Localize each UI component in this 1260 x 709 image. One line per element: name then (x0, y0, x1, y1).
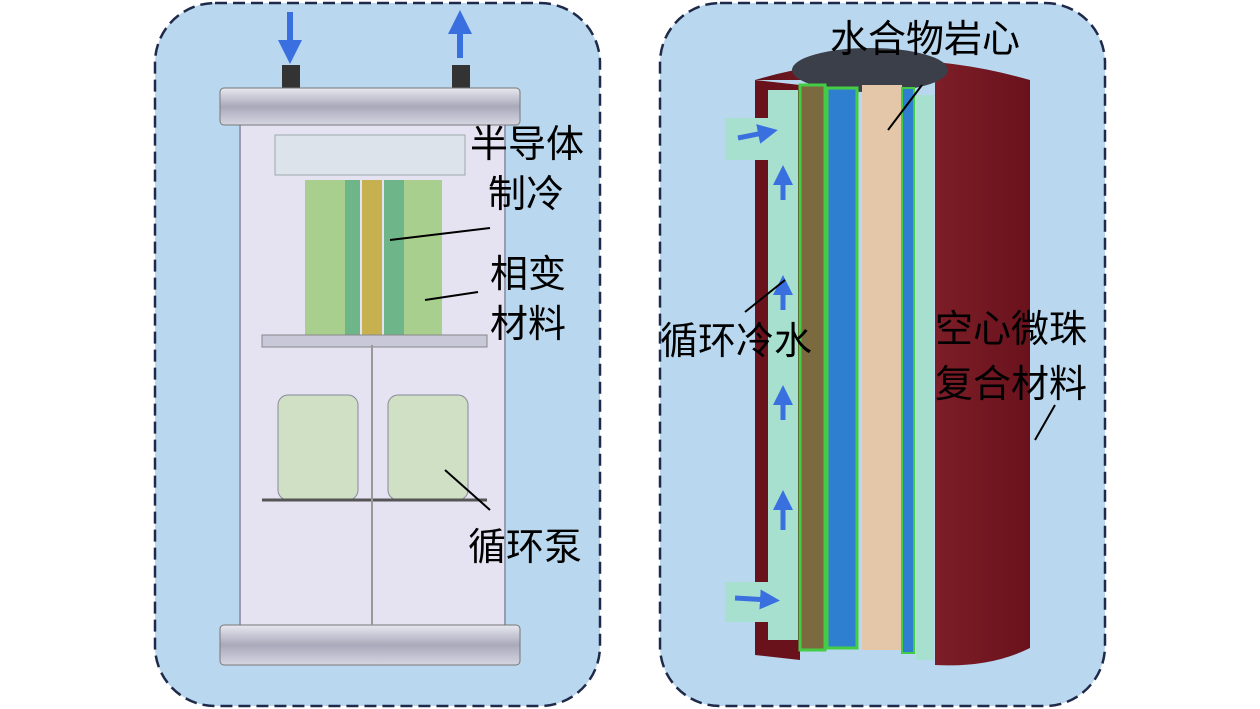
label-semiconductor-cooling-line2: 制冷 (488, 172, 565, 216)
insulation-layer (798, 83, 827, 652)
semiconductor-module (362, 180, 382, 335)
leader-line (887, 84, 923, 131)
leader-line (744, 279, 786, 313)
bottom-flange (219, 624, 521, 666)
piping (274, 134, 466, 176)
inner-blue-layer (901, 87, 915, 654)
pump-right (387, 394, 469, 501)
inlet-fitting (282, 65, 300, 90)
outlet-fitting (452, 65, 470, 90)
leader-line (424, 291, 479, 301)
blue-layer (825, 86, 859, 650)
label-microsphere-line2: 复合材料 (935, 362, 1088, 406)
phase-change-block (384, 180, 404, 335)
label-pump: 循环泵 (468, 525, 583, 569)
phase-change-block (404, 180, 442, 335)
label-semiconductor-cooling-line1: 半导体 (470, 122, 585, 166)
right-panel (658, 1, 1107, 708)
hydrate-core (862, 85, 902, 650)
pump-left (277, 394, 359, 501)
top-flange (219, 87, 521, 126)
outlet-port (725, 118, 770, 160)
flow-arrows-icon (734, 124, 793, 610)
middle-plate (261, 334, 488, 348)
outer-shell (755, 60, 1030, 666)
leader-line (389, 227, 491, 241)
label-cooling-water: 循环冷水 (660, 319, 813, 363)
cooling-water-channel (768, 90, 798, 640)
leader-line (1034, 404, 1056, 441)
label-phase-change-line2: 材料 (490, 302, 567, 346)
inlet-port (725, 582, 770, 622)
leader-line (444, 469, 491, 511)
label-microsphere-line1: 空心微珠 (935, 307, 1088, 351)
label-hydrate-core: 水合物岩心 (830, 17, 1021, 61)
phase-change-block (305, 180, 345, 335)
label-phase-change-line1: 相变 (490, 252, 567, 296)
core-top (792, 48, 948, 92)
inner-water-layer (916, 95, 934, 660)
left-panel (153, 1, 602, 708)
phase-change-block (345, 180, 360, 335)
